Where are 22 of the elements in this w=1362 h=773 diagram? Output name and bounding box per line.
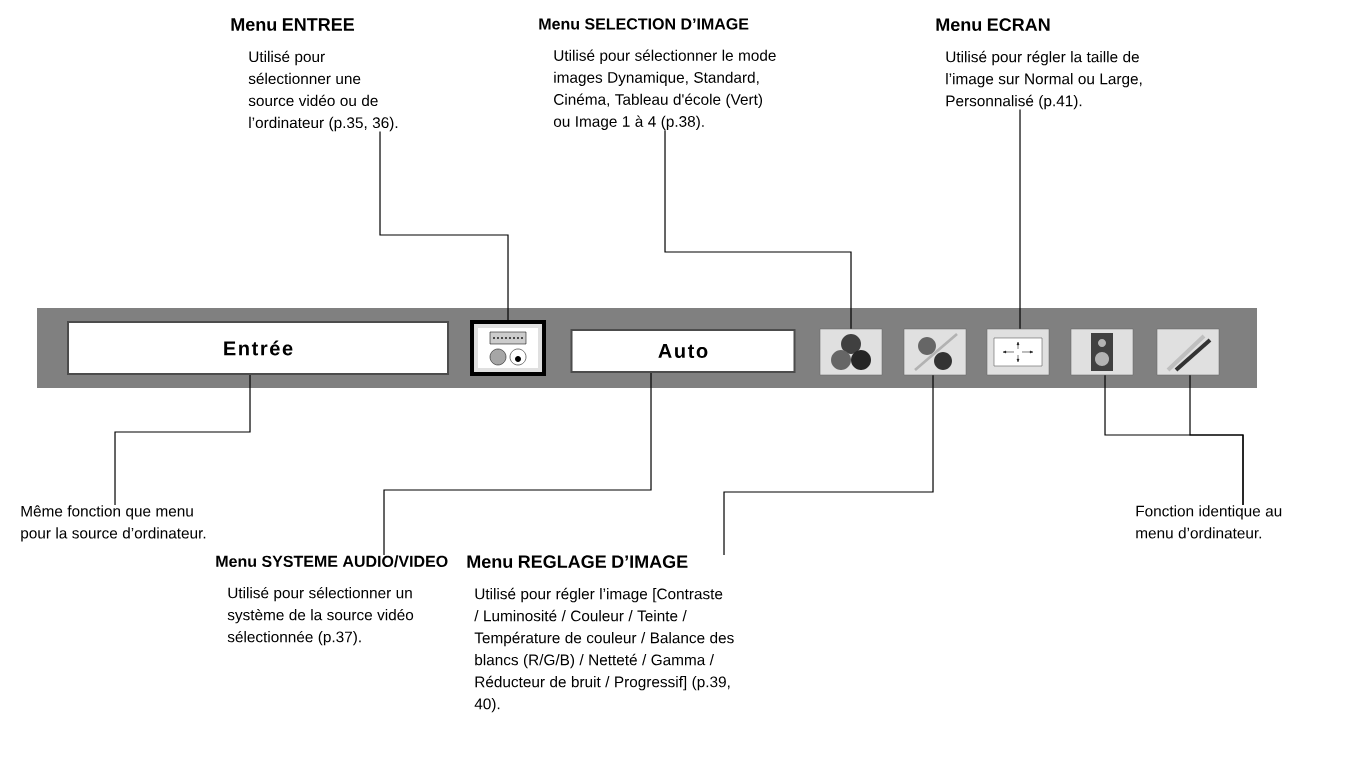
leader-line bbox=[383, 372, 652, 556]
speaker-icon bbox=[1070, 328, 1134, 376]
leader-line bbox=[379, 130, 509, 323]
leader-line bbox=[1189, 374, 1244, 506]
screen-icon bbox=[986, 328, 1050, 376]
brush-icon bbox=[903, 328, 967, 376]
callout-text: Menu SYSTEME AUDIO/VIDEO Utilisé pour sélectionner un système de la source vidéo sélectionnée (p.37). bbox=[216, 555, 448, 646]
leader-line bbox=[1019, 109, 1021, 330]
callout-text: Menu ENTREE Utilisé pour sélectionner une source vidéo ou de l’ordinateur (p.35, 36). bbox=[231, 18, 398, 132]
note-text: Même fonction que menu pour la source d’ordinateur. bbox=[21, 505, 206, 542]
callout-text: Menu ECRAN Utilisé pour régler la taille de l’image sur Normal ou Large, Personnalisé (p.41). bbox=[936, 18, 1142, 110]
menu-field: Auto bbox=[570, 329, 796, 373]
callout-text: Menu SELECTION D’IMAGE Utilisé pour sélectionner le mode images Dynamique, Standard, Cinéma, Tableau d'école (Vert) ou Image 1 à 4 (p.38). bbox=[539, 18, 776, 130]
menu-field: Entrée bbox=[67, 321, 449, 375]
leader-line bbox=[723, 374, 934, 556]
leader-line bbox=[664, 129, 852, 330]
callout-text: Menu REGLAGE D’IMAGE Utilisé pour régler l’image [Contraste / Luminosité / Couleur / Teinte / Température de couleur / Balance des blancs (R/G/B) / Netteté / Gamma / Réducteur de bruit / Progressif] (p.39, 40). bbox=[467, 555, 734, 713]
leader-line bbox=[114, 374, 251, 506]
note-text: Fonction identique au menu d’ordinateur. bbox=[1136, 505, 1282, 539]
spheres-icon bbox=[819, 328, 883, 376]
connector-icon bbox=[470, 320, 546, 376]
tools-icon bbox=[1156, 328, 1220, 376]
